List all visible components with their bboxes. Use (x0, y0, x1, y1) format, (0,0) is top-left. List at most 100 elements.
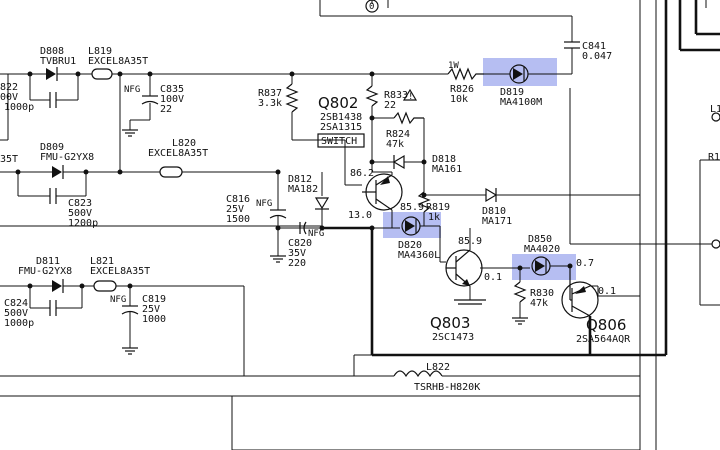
l819-part: EXCEL8A35T (88, 56, 148, 67)
d850: D850 MA4020 0.7 (517, 234, 594, 276)
d810: D810 MA171 (421, 187, 640, 227)
edge-label-r1: R1 (708, 152, 720, 163)
c841-value: 0.047 (582, 51, 612, 62)
c816-voltage: 25V (226, 204, 244, 215)
safety-mark-icon: ! (408, 92, 413, 102)
c819-nfg: NFG (110, 295, 126, 305)
q802-collector-voltage: 85.9 (400, 202, 424, 213)
d818-ref: D818 (432, 154, 456, 165)
top-rail (0, 71, 572, 77)
switch-box (317, 133, 365, 148)
q803-collector-voltage: 85.9 (458, 236, 482, 247)
q806-transistor: 0.1 Q806 2SA564AQR (561, 266, 640, 355)
c820-voltage: 35V (288, 248, 306, 259)
c819-value: 1000 (142, 314, 166, 325)
r824-ref: R824 (386, 129, 410, 140)
l822-ref: L822 (426, 362, 450, 373)
r826-value: 10k (450, 94, 468, 105)
c824-value: 1000p (4, 318, 34, 329)
c835-value: 22 (160, 104, 172, 115)
r819-value: 1k (428, 212, 440, 223)
c819: NFG C819 25V 1000 (110, 286, 166, 355)
l820-part: EXCEL8A35T (148, 148, 208, 159)
c819-voltage: 25V (142, 304, 160, 315)
r826-ref: R826 (450, 84, 474, 95)
r826-wattage: 1W (448, 61, 459, 71)
d811-section: D811 FMU-G2YX8 L821 EXCEL8A35T C824 500V… (0, 225, 372, 377)
d808-ref: D808 (40, 46, 64, 57)
c819-ref: C819 (142, 294, 166, 305)
r819-ref: R819 (426, 202, 450, 213)
r830: R830 47k (512, 268, 554, 325)
q806-voltage: 0.1 (598, 286, 616, 297)
d812-part: MA182 (288, 184, 318, 195)
q802-transistor: 86.2 13.0 85.9 (348, 168, 424, 228)
d808-part: TVBRU1 (40, 56, 76, 67)
c822-value: 1000p (4, 102, 34, 113)
q802-base-voltage: 86.2 (350, 168, 374, 179)
q802-ref: Q802 (318, 94, 358, 112)
r837-ref: R837 (258, 88, 282, 99)
edge-label-l1: L1 (710, 104, 720, 115)
d819-ref: D819 (500, 87, 524, 98)
c822-voltage: 00V (0, 92, 18, 103)
right-bus: L1 R1 (569, 0, 720, 450)
c816-cluster: NFG C816 25V 1500 D812 MA182 NFG C820 35… (226, 169, 392, 269)
c820-ref: C820 (288, 238, 312, 249)
c824-voltage: 500V (4, 308, 28, 319)
bottom-wires (0, 395, 640, 450)
highlight-d819 (483, 58, 557, 86)
c816-value: 1500 (226, 214, 250, 225)
d820-ref: D820 (398, 240, 422, 251)
d811-ref: D811 (36, 256, 60, 267)
c835-ref: C835 (160, 84, 184, 95)
d810-ref: D810 (482, 206, 506, 217)
c824-ref: C824 (4, 298, 28, 309)
r833: R833 22 ! (365, 74, 418, 121)
l819-ref: L819 (88, 46, 112, 57)
q803-part: 2SC1473 (432, 332, 474, 343)
q803-emitter-voltage: 0.1 (484, 272, 502, 283)
c820-nfg: NFG (308, 229, 324, 239)
d812-ref: D812 (288, 174, 312, 185)
l822-part: TSRHB-H820K (414, 382, 480, 393)
q806-ref: Q806 (586, 316, 626, 334)
l820-ref: L820 (172, 138, 196, 149)
terminal-number: 0 (369, 2, 374, 12)
r837-value: 3.3k (258, 98, 282, 109)
c822-ref: 822 (0, 82, 18, 93)
d819-part: MA4100M (500, 97, 542, 108)
q802-part-2: 2SA1315 (320, 122, 362, 133)
q802-voltage-13: 13.0 (348, 210, 372, 221)
q802-function: SWITCH (321, 136, 357, 147)
c835-nfg: NFG (124, 85, 140, 95)
d850-voltage: 0.7 (576, 258, 594, 269)
d809-part: FMU-G2YX8 (40, 152, 94, 163)
top-terminal: 0 (319, 0, 572, 17)
c816-nfg: NFG (256, 199, 272, 209)
l822: L822 TSRHB-H820K (0, 362, 640, 393)
d808-section: D808 TVBRU1 L819 EXCEL8A35T 822 00V 1000… (0, 46, 148, 141)
c835: NFG C835 100V 22 (122, 71, 184, 137)
left-35t-label: 35T (0, 154, 18, 165)
c823-ref: C823 (68, 198, 92, 209)
r826: 1W R826 10k (447, 61, 484, 105)
q803-ref: Q803 (430, 314, 470, 332)
d850-ref: D850 (528, 234, 552, 245)
c816-ref: C816 (226, 194, 250, 205)
r833-ref: R833 (384, 90, 408, 101)
d819: D819 MA4100M (484, 64, 560, 108)
d818: D818 MA161 (369, 118, 462, 175)
d850-part: MA4020 (524, 244, 560, 255)
d811-part: FMU-G2YX8 (18, 266, 72, 277)
r830-value: 47k (530, 298, 548, 309)
c841-ref: C841 (582, 41, 606, 52)
edge-terminal (711, 112, 720, 122)
r824-value: 47k (386, 139, 404, 150)
q802-part-1: 2SB1438 (320, 112, 362, 123)
output-terminal (711, 239, 720, 249)
c835-voltage: 100V (160, 94, 184, 105)
c823-voltage: 500V (68, 208, 92, 219)
l821-ref: L821 (90, 256, 114, 267)
